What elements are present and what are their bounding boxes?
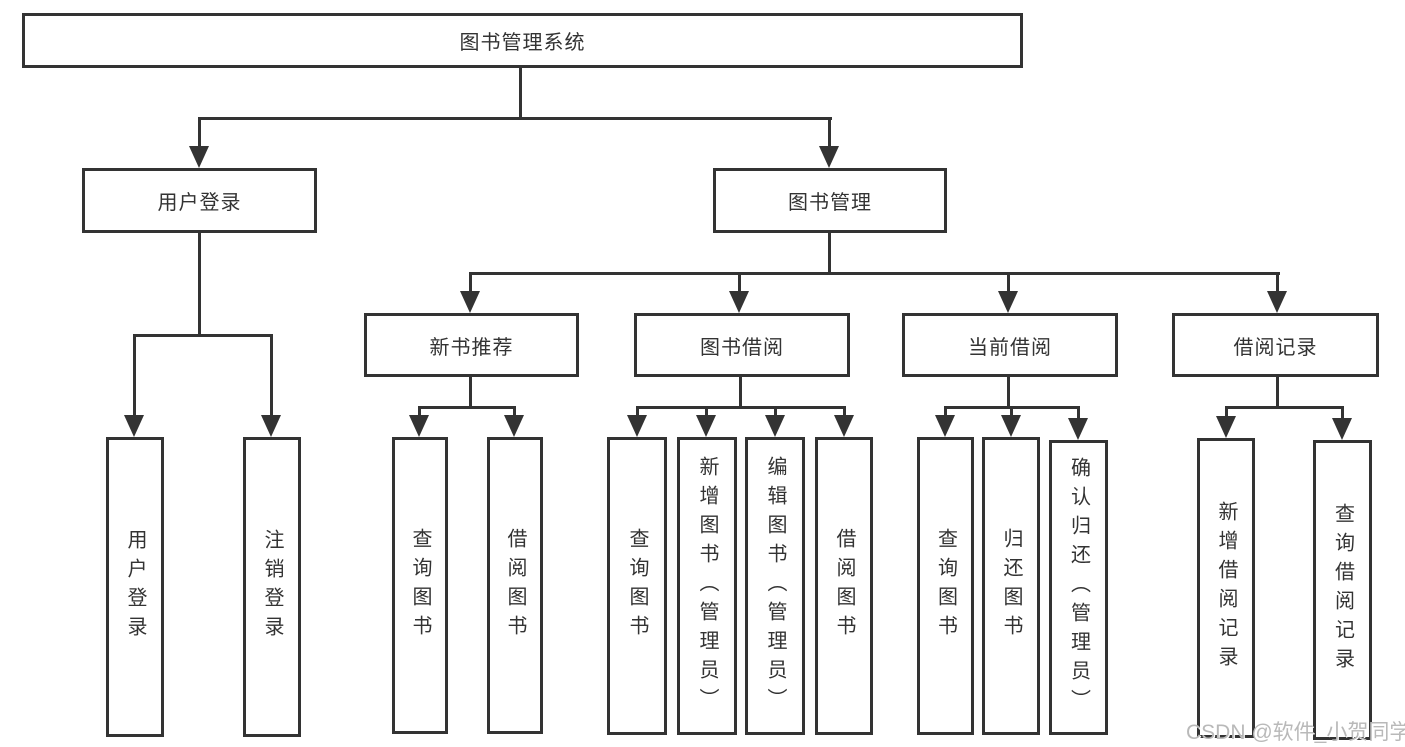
arrowhead-down-icon xyxy=(627,415,647,437)
node-book-borrowing: 图书借阅 xyxy=(634,313,850,377)
node-label: 新书推荐 xyxy=(429,336,514,359)
connector-line xyxy=(738,272,741,293)
connector-line xyxy=(739,377,742,409)
node-book-management: 图书管理 xyxy=(713,168,947,233)
arrowhead-down-icon xyxy=(460,291,480,313)
node-label: 当前借阅 xyxy=(968,336,1052,359)
leaf-edit-books-admin: 编辑图书（管理员） xyxy=(745,437,805,735)
connector-line xyxy=(944,406,947,417)
leaf-borrow-books-1: 借阅图书 xyxy=(487,437,543,734)
leaf-add-borrow-record: 新增借阅记录 xyxy=(1197,438,1255,738)
node-label: 编辑图书（管理员） xyxy=(764,455,786,717)
connector-line xyxy=(469,377,472,409)
connector-line xyxy=(1007,377,1010,409)
connector-line xyxy=(198,233,201,337)
leaf-add-books-admin: 新增图书（管理员） xyxy=(677,437,737,735)
connector-line xyxy=(1276,377,1279,409)
node-borrowing-records: 借阅记录 xyxy=(1172,313,1379,377)
node-label: 注销登录 xyxy=(261,529,283,645)
leaf-query-borrow-record: 查询借阅记录 xyxy=(1313,440,1372,740)
arrowhead-down-icon xyxy=(1216,416,1236,438)
leaf-user-login: 用户登录 xyxy=(106,437,164,737)
node-label: 查询图书 xyxy=(409,527,431,644)
connector-line xyxy=(636,406,639,417)
node-label: 借阅图书 xyxy=(833,528,855,644)
connector-line xyxy=(513,406,516,417)
arrowhead-down-icon xyxy=(834,415,854,437)
arrowhead-down-icon xyxy=(729,291,749,313)
leaf-query-books-2: 查询图书 xyxy=(607,437,667,735)
connector-line xyxy=(133,334,273,337)
arrowhead-down-icon xyxy=(1267,291,1287,313)
node-label: 用户登录 xyxy=(157,192,242,214)
leaf-return-books: 归还图书 xyxy=(982,437,1040,735)
connector-line xyxy=(1010,406,1013,417)
connector-line xyxy=(1225,406,1344,409)
connector-line xyxy=(519,68,522,119)
connector-line xyxy=(1341,406,1344,419)
connector-line xyxy=(469,272,1280,275)
arrowhead-down-icon xyxy=(504,415,524,437)
node-label: 归还图书 xyxy=(1000,528,1022,644)
connector-line xyxy=(636,406,846,409)
connector-line xyxy=(469,272,472,293)
leaf-query-books-3: 查询图书 xyxy=(917,437,974,735)
connector-line xyxy=(828,233,831,275)
node-label: 图书管理 xyxy=(788,192,872,214)
node-label: 借阅图书 xyxy=(504,527,526,644)
connector-line xyxy=(705,406,708,417)
leaf-confirm-return-admin: 确认归还（管理员） xyxy=(1049,440,1108,735)
node-label: 用户登录 xyxy=(124,529,146,645)
arrowhead-down-icon xyxy=(1332,418,1352,440)
connector-line xyxy=(1007,272,1010,293)
arrowhead-down-icon xyxy=(696,415,716,437)
node-label: 确认归还（管理员） xyxy=(1067,457,1090,718)
arrowhead-down-icon xyxy=(409,415,429,437)
arrowhead-down-icon xyxy=(819,146,839,168)
arrowhead-down-icon xyxy=(261,415,281,437)
connector-line xyxy=(133,334,136,417)
connector-line xyxy=(1225,406,1228,417)
connector-line xyxy=(843,406,846,417)
node-label: 图书借阅 xyxy=(700,336,784,359)
node-library-management-system: 图书管理系统 xyxy=(22,13,1023,68)
arrowhead-down-icon xyxy=(765,415,785,437)
connector-line xyxy=(418,406,421,417)
arrowhead-down-icon xyxy=(1068,418,1088,440)
node-label: 图书管理系统 xyxy=(459,32,586,54)
connector-line xyxy=(270,334,273,417)
leaf-borrow-books-2: 借阅图书 xyxy=(815,437,873,735)
node-label: 查询借阅记录 xyxy=(1331,503,1354,677)
node-label: 新增借阅记录 xyxy=(1215,501,1237,675)
connector-line xyxy=(1276,272,1279,293)
leaf-query-books-1: 查询图书 xyxy=(392,437,448,734)
node-user-login: 用户登录 xyxy=(82,168,317,233)
node-label: 查询图书 xyxy=(626,528,648,644)
arrowhead-down-icon xyxy=(998,291,1018,313)
arrowhead-down-icon xyxy=(124,415,144,437)
node-label: 借阅记录 xyxy=(1233,336,1318,359)
connector-line xyxy=(418,406,516,409)
arrowhead-down-icon xyxy=(1001,415,1021,437)
node-label: 新增图书（管理员） xyxy=(696,455,718,717)
node-current-borrowing: 当前借阅 xyxy=(902,313,1118,377)
csdn-watermark: CSDN @软件_小贺同学 xyxy=(1186,721,1405,744)
connector-line xyxy=(198,117,201,148)
connector-line xyxy=(1077,406,1080,419)
node-label: 查询图书 xyxy=(934,528,957,644)
node-new-book-recommendation: 新书推荐 xyxy=(364,313,579,377)
arrowhead-down-icon xyxy=(189,146,209,168)
connector-line xyxy=(198,117,832,120)
connector-line xyxy=(828,117,831,148)
leaf-logout: 注销登录 xyxy=(243,437,301,737)
connector-line xyxy=(774,406,777,417)
arrowhead-down-icon xyxy=(935,415,955,437)
